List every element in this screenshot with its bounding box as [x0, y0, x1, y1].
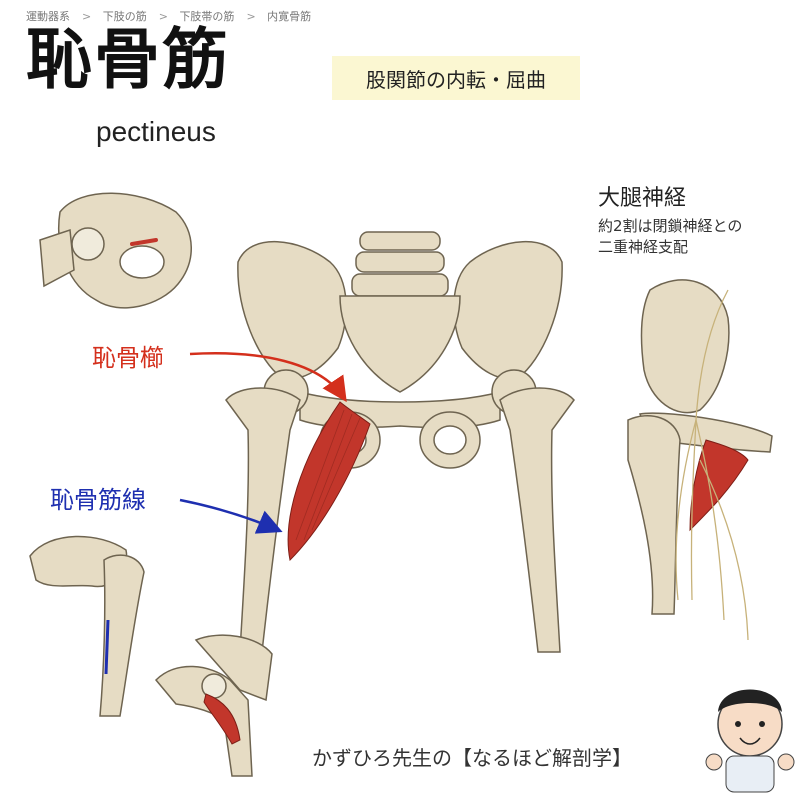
insertion-label: 恥骨筋線: [50, 486, 146, 514]
pelvis-main: [225, 231, 575, 653]
innervation-title: 大腿神経: [598, 186, 687, 211]
breadcrumb-item[interactable]: 下肢帯の筋: [179, 10, 235, 23]
left-femur: [225, 387, 301, 653]
femur-inset-bottom: [29, 535, 145, 717]
hip-bone-inset-top: [39, 192, 192, 309]
origin-arrow: [189, 352, 347, 403]
breadcrumb-item[interactable]: 内寛骨筋: [267, 10, 312, 23]
muscle-action-box: 股関節の内転・屈曲: [332, 56, 580, 100]
left-ilium: [237, 241, 347, 380]
latin-name: pectineus: [96, 116, 216, 147]
mascot-avatar: [705, 689, 795, 793]
breadcrumb: 運動器系> 下肢の筋> 下肢帯の筋> 内寛骨筋: [26, 10, 312, 23]
innervation-note-line: 二重神経支配: [598, 238, 689, 256]
sacrum: [339, 295, 461, 393]
hip-inset-bottom: [154, 634, 273, 777]
innervation-note-line: 約2割は閉鎖神経との: [598, 217, 743, 235]
breadcrumb-item[interactable]: 運動器系: [26, 10, 70, 23]
right-ilium: [453, 241, 563, 380]
femoral-nerve: [675, 289, 749, 641]
pectineus-muscle: [287, 401, 371, 562]
page-title: 恥骨筋: [26, 20, 230, 98]
breadcrumb-item[interactable]: 下肢の筋: [102, 10, 147, 23]
insertion-arrow: [179, 498, 283, 534]
hip-lateral-view: [627, 279, 773, 615]
credit-text: かずひろ先生の【なるほど解剖学】: [312, 746, 632, 770]
origin-label: 恥骨櫛: [92, 344, 164, 372]
innervation-note: 約2割は閉鎖神経との 二重神経支配: [598, 216, 788, 258]
right-femur: [499, 387, 575, 653]
